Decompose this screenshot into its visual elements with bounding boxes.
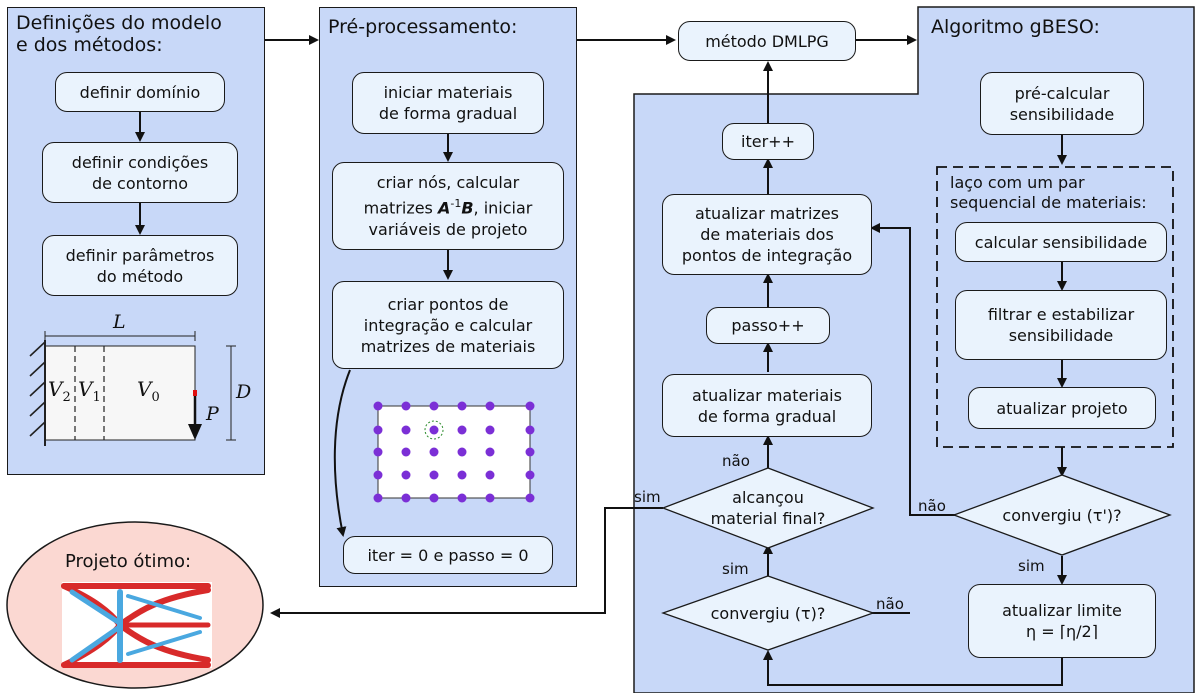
- method-dmlpg: método DMLPG: [678, 21, 856, 61]
- title-model: Definições do modelo e dos métodos:: [16, 12, 222, 56]
- integration-point: [457, 493, 467, 503]
- integration-point: [485, 493, 495, 503]
- step-update-design: atualizar projeto: [968, 387, 1156, 429]
- edge-label-nao-reached: não: [722, 452, 750, 470]
- label-P: P: [206, 403, 219, 425]
- integration-point: [457, 447, 467, 457]
- step-define-domain: definir domínio: [55, 72, 225, 112]
- label-V2: V2: [48, 377, 71, 405]
- step-passo-increment: passo++: [706, 307, 830, 344]
- integration-point: [401, 470, 411, 480]
- decision-reached-final: [661, 467, 875, 549]
- loop-box: [936, 166, 1174, 448]
- edge-label-nao-tau-prime: não: [918, 497, 946, 515]
- integration-point: [525, 470, 535, 480]
- integration-point: [485, 401, 495, 411]
- integration-point: [485, 425, 495, 435]
- step-update-integration-matrices: atualizar matrizes de materiais dos pont…: [662, 194, 872, 275]
- integration-point: [485, 470, 495, 480]
- integration-point: [429, 425, 439, 435]
- integration-point: [401, 401, 411, 411]
- integration-point: [525, 425, 535, 435]
- integration-point: [401, 493, 411, 503]
- integration-point: [401, 425, 411, 435]
- step-update-limit: atualizar limite η = ⌈η/2⌉: [968, 584, 1156, 658]
- decision-converged-tau-text: convergiu (τ)?: [710, 604, 826, 623]
- integration-point: [525, 401, 535, 411]
- optimal-design-image: [61, 582, 212, 668]
- edge-label-sim-reached: sim: [634, 488, 661, 506]
- integration-point: [457, 401, 467, 411]
- title-preprocessing: Pré-processamento:: [328, 16, 518, 38]
- step-iter-init: iter = 0 e passo = 0: [343, 536, 553, 574]
- integration-point: [525, 447, 535, 457]
- label-D: D: [236, 381, 252, 403]
- edge-label-nao-tau: não: [876, 595, 904, 613]
- integration-point: [485, 447, 495, 457]
- decision-converged-tau-prime: [952, 474, 1172, 556]
- step-calc-sensitivity: calcular sensibilidade: [955, 222, 1167, 262]
- step-define-method-parameters: definir parâmetros do método: [42, 235, 238, 296]
- decision-reached-final-text: alcançou material final?: [710, 488, 826, 528]
- edge-label-sim-tau-prime: sim: [1018, 557, 1045, 575]
- integration-point: [429, 493, 439, 503]
- step-create-integration-points: criar pontos de integração e calcular ma…: [332, 281, 564, 369]
- integration-point: [525, 493, 535, 503]
- loop-label: laço com um par sequencial de materiais:: [950, 173, 1147, 212]
- integration-point: [401, 447, 411, 457]
- title-gbeso: Algoritmo gBESO:: [931, 16, 1100, 38]
- step-iter-increment: iter++: [722, 123, 814, 160]
- integration-point: [429, 470, 439, 480]
- decision-converged-tau: [661, 575, 875, 651]
- label-V1: V1: [78, 377, 101, 405]
- step-create-nodes: criar nós, calcular matrizes A-1B, inici…: [332, 162, 564, 250]
- integration-grid: [373, 401, 535, 503]
- step-define-boundary-conditions: definir condições de contorno: [42, 142, 238, 203]
- integration-point: [457, 425, 467, 435]
- integration-point: [373, 470, 383, 480]
- integration-point: [373, 401, 383, 411]
- label-V0: V0: [137, 377, 160, 405]
- label-L: L: [113, 311, 126, 333]
- step-filter-stabilize: filtrar e estabilizar sensibilidade: [955, 290, 1167, 360]
- integration-point: [373, 425, 383, 435]
- step-init-gradual-materials: iniciar materiais de forma gradual: [352, 72, 544, 134]
- step-precalc-sensitivity: pré-calcular sensibilidade: [980, 72, 1144, 135]
- integration-point: [373, 493, 383, 503]
- integration-point: [457, 470, 467, 480]
- optimal-title: Projeto ótimo:: [65, 551, 192, 572]
- domain-figure: [29, 331, 236, 446]
- decision-converged-tau-prime-text: convergiu (τ')?: [1002, 506, 1122, 525]
- integration-point: [373, 447, 383, 457]
- step-update-gradual-materials: atualizar materiais de forma gradual: [662, 374, 872, 437]
- integration-point: [429, 447, 439, 457]
- edge-label-sim-tau: sim: [722, 560, 749, 578]
- integration-point: [429, 401, 439, 411]
